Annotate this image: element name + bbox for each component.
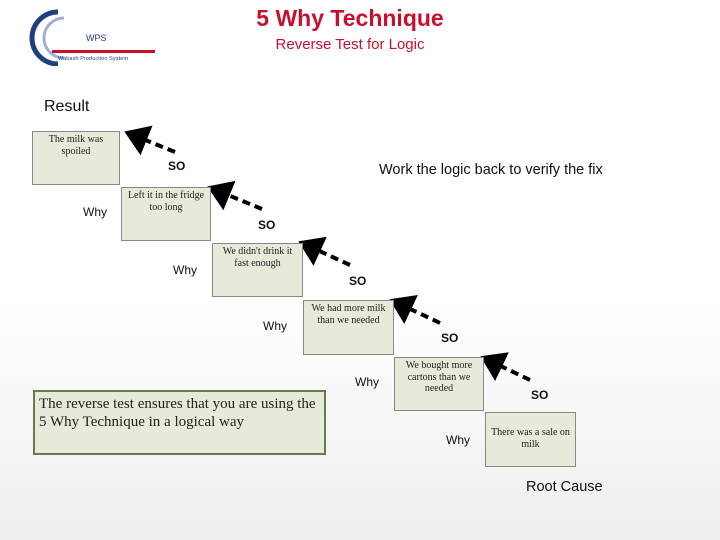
- callout-note: The reverse test ensures that you are us…: [33, 390, 326, 455]
- arrow-1: [124, 125, 176, 156]
- arrow-2: [207, 180, 263, 211]
- step-box-2: Left it in the fridge too long: [121, 187, 211, 241]
- so-label-3: SO: [349, 274, 367, 288]
- why-label-4: Why: [355, 375, 379, 389]
- why-label-5: Why: [446, 433, 470, 447]
- step-box-6-root: There was a sale on milk: [485, 412, 576, 467]
- so-label-4: SO: [441, 331, 459, 345]
- root-cause-label: Root Cause: [526, 479, 603, 495]
- why-label-1: Why: [83, 205, 107, 219]
- so-label-1: SO: [168, 159, 186, 173]
- why-label-3: Why: [263, 319, 287, 333]
- page-title: 5 Why Technique: [256, 5, 444, 31]
- step-box-5: We bought more cartons than we needed: [394, 357, 484, 411]
- page-subtitle: Reverse Test for Logic: [275, 36, 425, 53]
- logo-subtitle: Wabash Production System: [58, 56, 129, 62]
- step-box-1: The milk was spoiled: [32, 131, 120, 185]
- why-label-2: Why: [173, 263, 197, 277]
- arrow-3: [298, 236, 351, 267]
- logo-brand: WPS: [86, 33, 107, 43]
- so-label-2: SO: [258, 218, 276, 232]
- step-box-3: We didn't drink it fast enough: [212, 243, 303, 297]
- step-box-4: We had more milk than we needed: [303, 300, 394, 355]
- result-label: Result: [44, 98, 90, 115]
- so-label-5: SO: [531, 388, 549, 402]
- reverse-logic-note: Work the logic back to verify the fix: [379, 162, 603, 178]
- logo-divider: [52, 50, 155, 53]
- arrow-4: [389, 294, 441, 325]
- arrow-5: [480, 352, 531, 382]
- wps-logo: [18, 8, 153, 67]
